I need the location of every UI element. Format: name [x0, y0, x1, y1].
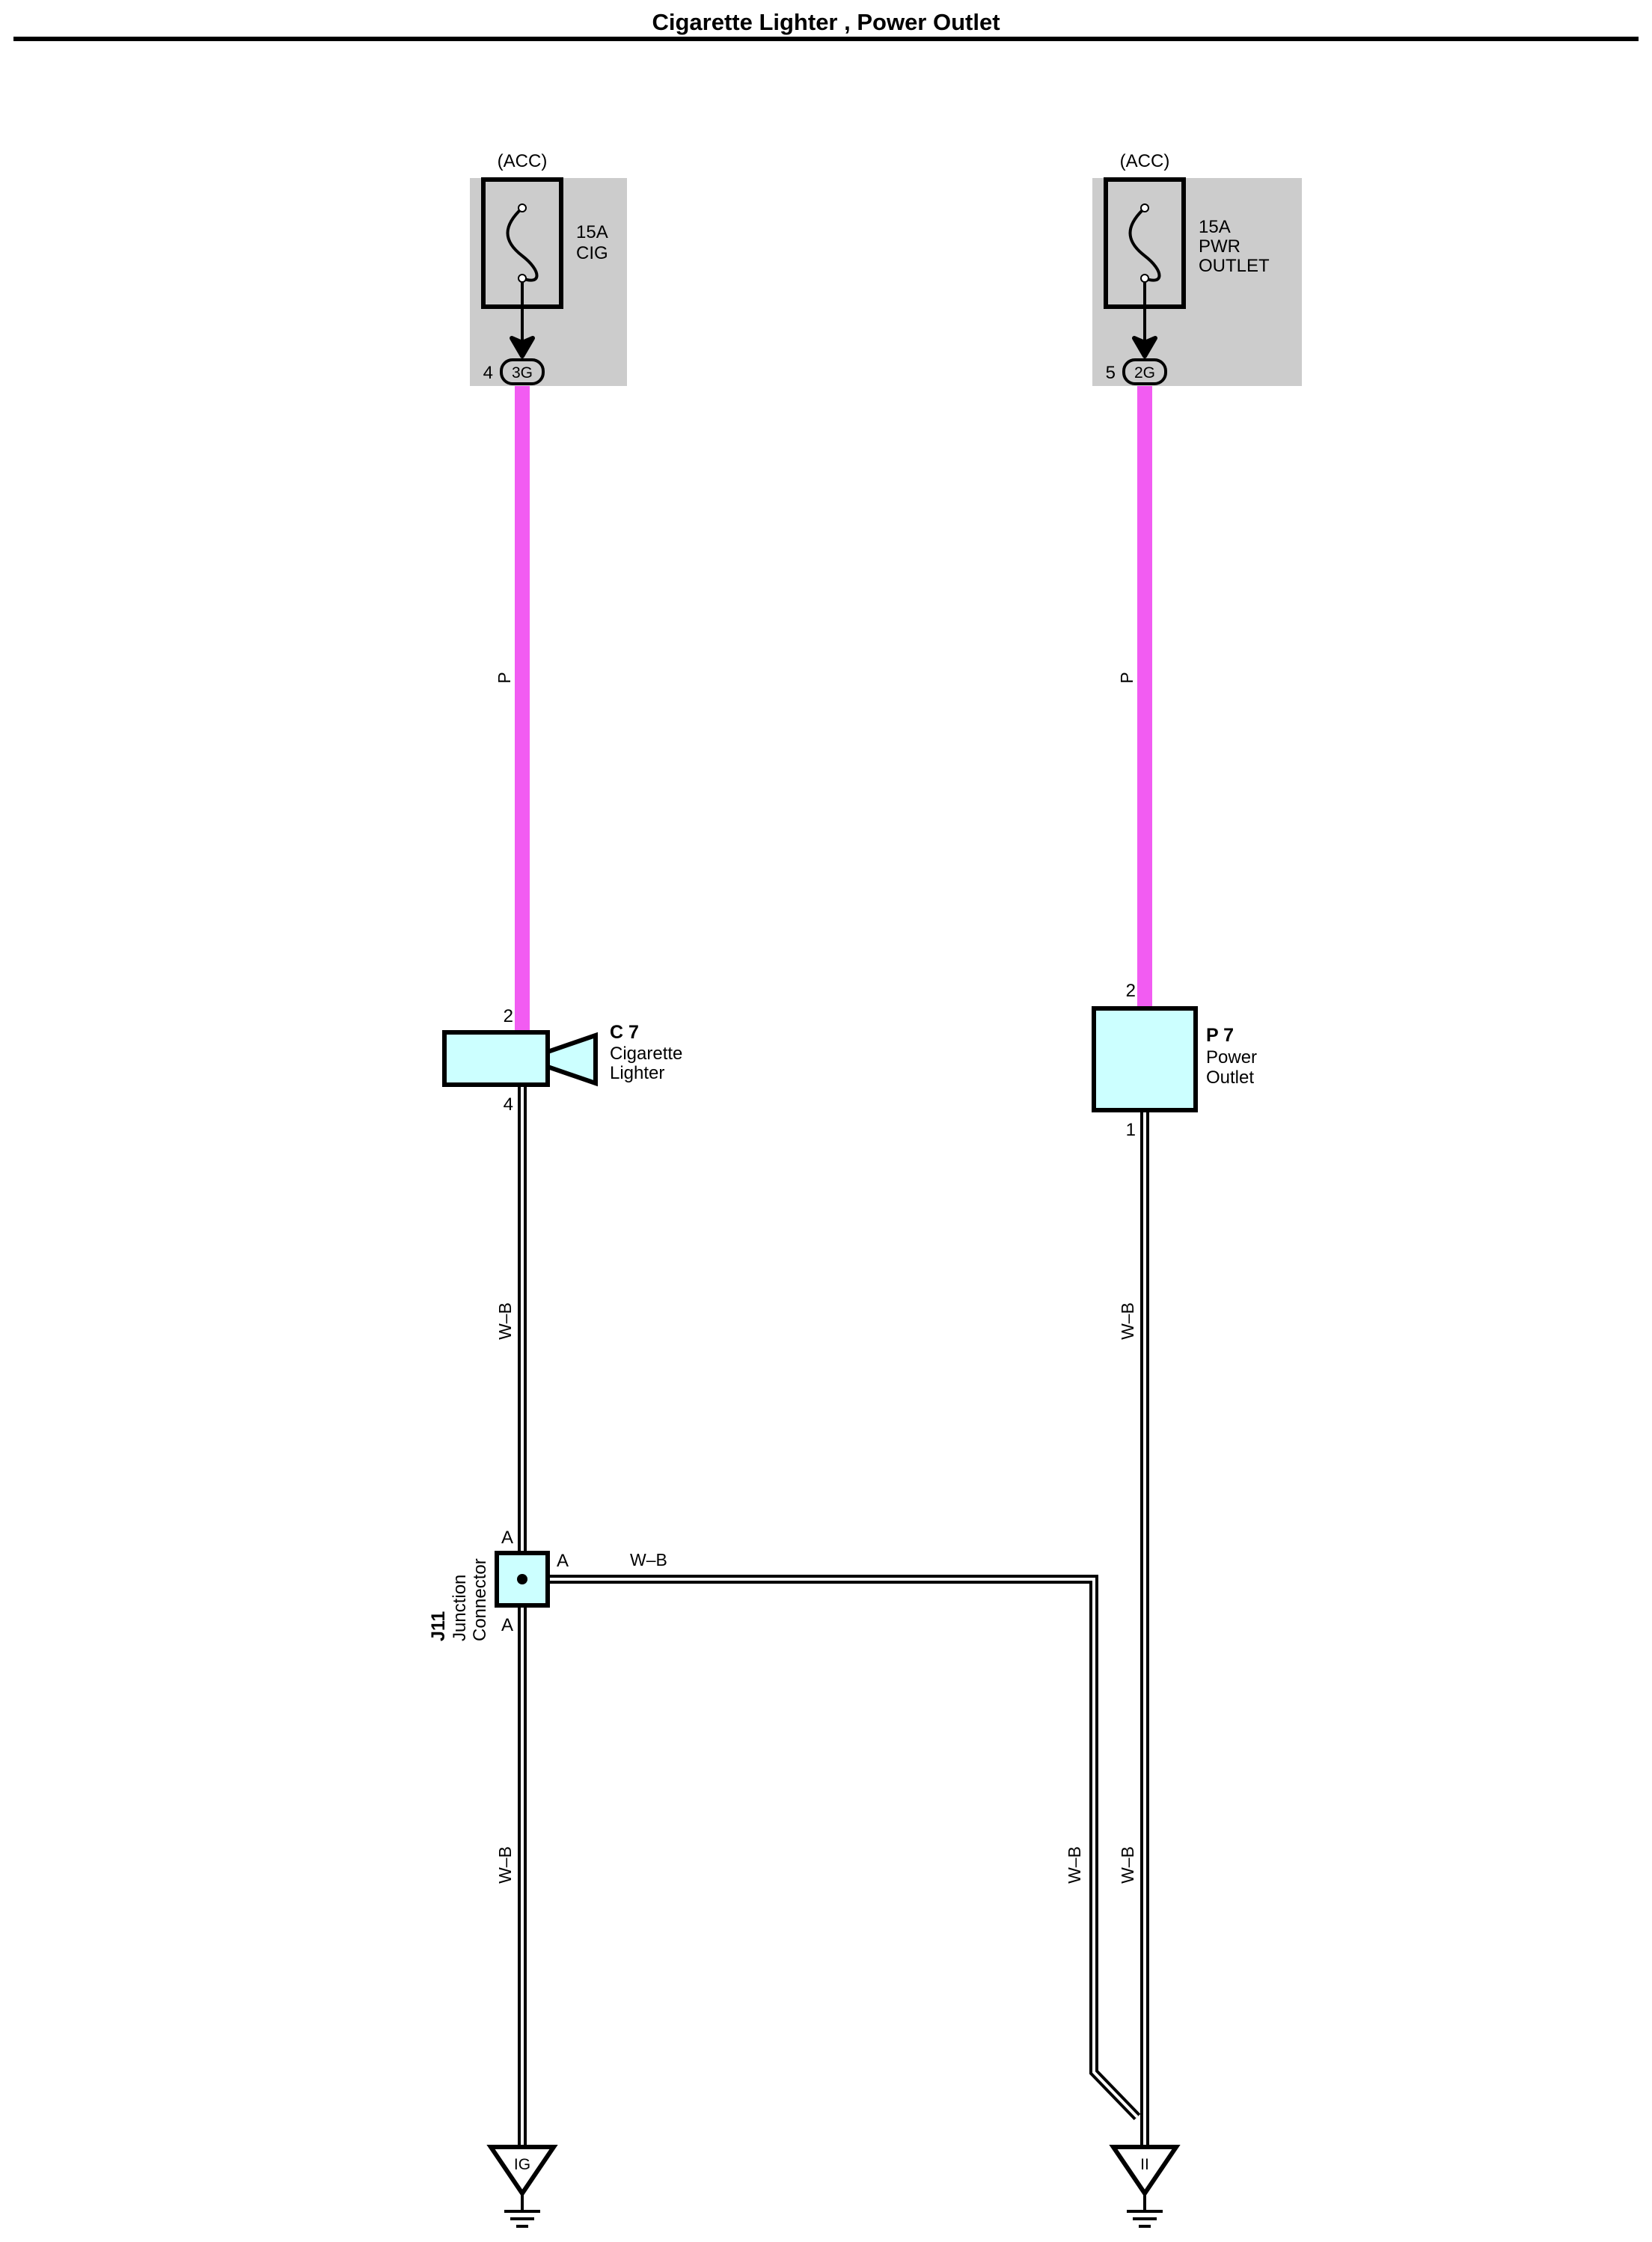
connector-3g-label: 3G [512, 364, 533, 382]
wire-label-right-bottom: W–B [1118, 1846, 1137, 1884]
chevron-down-icon [1132, 336, 1157, 358]
connector-2g [1122, 358, 1167, 385]
wire-label-branch-down: W–B [1065, 1846, 1084, 1884]
wire-label-left-bottom: W–B [495, 1846, 515, 1884]
wire-junction-branch [548, 1575, 1141, 2121]
junction-splice-dot [517, 1574, 527, 1584]
fuse-left-pin: 4 [483, 363, 493, 383]
junction-name-1: Junction [450, 1575, 470, 1641]
cig-lighter-pin-top: 2 [504, 1006, 513, 1026]
wire-label-left-mid: W–B [495, 1302, 515, 1340]
cigarette-lighter-icon [545, 1032, 598, 1087]
junction-code: J11 [428, 1611, 449, 1641]
fuse-right-name-1: PWR [1199, 236, 1240, 257]
power-outlet-name-1: Power [1206, 1047, 1257, 1068]
wire-left-wb-lower [518, 1605, 527, 2147]
junction-connector: A A A J11 Junction Connector [428, 1528, 569, 1641]
fuse-cig: (ACC) 3G 4 15A CIG [470, 151, 627, 386]
fuse-symbol-icon [1128, 206, 1161, 282]
wire-right-wb [1140, 1112, 1149, 2148]
wire-left-wb-upper [518, 1086, 527, 1553]
cigarette-lighter-body [442, 1030, 550, 1087]
cig-lighter-pin-bottom: 4 [504, 1094, 513, 1115]
connector-3g [500, 358, 545, 385]
fuse-pwr-outlet: (ACC) 2G 5 15A PWR OUTLET [1092, 151, 1302, 386]
fuse-left-terminal-bottom [518, 274, 527, 283]
power-outlet-name-2: Outlet [1206, 1068, 1254, 1088]
ground-ig-icon [486, 2145, 558, 2198]
cigarette-lighter: 2 4 C 7 Cigarette Lighter [442, 1006, 682, 1115]
cig-lighter-name-2: Lighter [610, 1063, 664, 1083]
fuse-box-left-bg [470, 178, 627, 386]
fuse-right-terminal-top [1140, 203, 1149, 212]
wire-label-left-p: P [495, 672, 514, 683]
chevron-down-icon [510, 336, 535, 358]
fuse-right-name-2: OUTLET [1199, 256, 1270, 276]
ground-ii-icon [1109, 2145, 1181, 2198]
cig-lighter-code: C 7 [610, 1022, 639, 1043]
fuse-right-pin: 5 [1106, 363, 1116, 383]
fuse-right-rating: 15A [1199, 217, 1231, 237]
fuse-left-terminal-top [518, 203, 527, 212]
power-outlet-pin-bottom: 1 [1126, 1120, 1136, 1140]
fuse-right-source: (ACC) [1120, 151, 1170, 171]
fuse-box-right-bg [1092, 178, 1302, 386]
ground-ig: IG [486, 2145, 558, 2228]
junction-name-2: Connector [470, 1558, 490, 1641]
wire-label-right-p: P [1117, 672, 1136, 683]
power-outlet: 2 1 P 7 Power Outlet [1092, 981, 1257, 1140]
connector-2g-label: 2G [1134, 364, 1155, 382]
junction-pin-top: A [501, 1528, 513, 1548]
fuse-left-source: (ACC) [498, 151, 548, 171]
fuse-symbol-icon [506, 206, 539, 282]
fuse-right-terminal-bottom [1140, 274, 1149, 283]
junction-pin-right: A [557, 1551, 569, 1571]
fuse-left-rating: 15A [576, 222, 608, 242]
ground-ii: II [1109, 2145, 1181, 2228]
fuse-left-name: CIG [576, 243, 608, 263]
power-outlet-body [1092, 1006, 1198, 1112]
wire-label-right-mid: W–B [1118, 1302, 1137, 1340]
power-outlet-pin-top: 2 [1126, 981, 1136, 1001]
power-outlet-code: P 7 [1206, 1025, 1234, 1046]
ground-ig-label: IG [514, 2156, 530, 2173]
ground-ii-label: II [1140, 2156, 1149, 2173]
junction-pin-bottom: A [501, 1615, 513, 1635]
cig-lighter-name-1: Cigarette [610, 1044, 682, 1064]
wire-left-p [515, 386, 530, 1034]
page-title: Cigarette Lighter , Power Outlet [652, 9, 1000, 35]
wire-label-junction-branch: W–B [630, 1550, 667, 1569]
wire-right-p [1137, 386, 1152, 1007]
